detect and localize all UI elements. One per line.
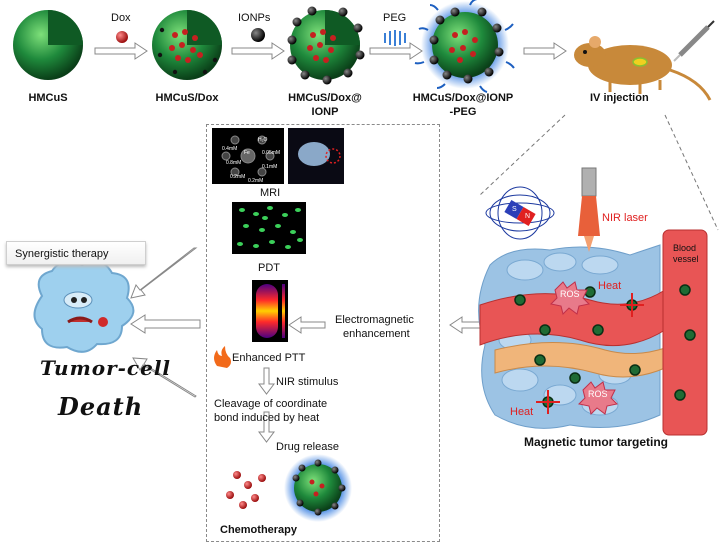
mechanism-panel <box>206 124 440 542</box>
label-ros-2: ROS <box>588 389 608 399</box>
mri-label-2: 0.8mM <box>226 160 242 166</box>
label-death: Death <box>58 392 144 421</box>
process-arrows-top <box>94 42 567 60</box>
chemo-nanoparticle <box>284 454 352 522</box>
label-magnetic-targeting: Magnetic tumor targeting <box>524 435 669 449</box>
label-heat-1: Heat <box>598 280 622 292</box>
label-nir-stimulus: NIR stimulus <box>276 376 339 388</box>
therapy-arrows-left <box>130 247 201 398</box>
label-hmcus-dox-ionp-line2: IONP <box>311 106 339 118</box>
label-peg-particle-line1: HMCuS/Dox@IONP <box>412 92 514 104</box>
label-electromagnetic-line1: Electromagnetic <box>335 314 414 326</box>
syringe-icon <box>673 20 715 62</box>
mouse-illustration <box>574 36 712 101</box>
hmcus-dox-ionp-sphere <box>287 6 365 85</box>
magnet-icon <box>485 186 555 240</box>
nir-laser-icon <box>578 167 600 252</box>
ionp-particle-icon <box>251 28 265 42</box>
heat-arrows <box>536 293 644 414</box>
mri-label-h2o: H₂O <box>258 137 268 143</box>
tumor-cell-cartoon <box>33 260 135 353</box>
label-hmcus-dox-ionp-line1: HMCuS/Dox@ <box>288 92 362 104</box>
mri-label-5: 0.2mM <box>230 174 246 180</box>
flame-icon <box>214 346 231 368</box>
label-heat-2: Heat <box>510 406 534 418</box>
label-drug-release: Drug release <box>276 441 339 453</box>
label-pdt: PDT <box>258 262 280 274</box>
peg-chain-icon <box>384 30 406 46</box>
hmcus-dox-sphere <box>152 10 222 80</box>
label-hmcus: HMCuS <box>28 92 68 104</box>
mri-label-4: 0.1mM <box>262 164 278 170</box>
dox-molecule-icon <box>116 31 128 43</box>
label-nir-laser: NIR laser <box>602 212 648 224</box>
label-iv-injection: IV injection <box>590 92 649 104</box>
zoom-guide-lines <box>479 114 719 231</box>
label-cleavage-line2: bond induced by heat <box>214 412 320 424</box>
label-peg: PEG <box>383 12 407 24</box>
label-dox: Dox <box>111 12 131 24</box>
label-cleavage-line1: Cleavage of coordinate <box>214 398 328 410</box>
magnet-n-label: N <box>525 213 531 220</box>
label-peg-particle-line2: -PEG <box>449 106 477 118</box>
label-chemotherapy: Chemotherapy <box>220 524 298 536</box>
hmcus-sphere <box>13 10 83 80</box>
label-tumor-cell: Tumor-cell <box>40 356 172 380</box>
label-hmcus-dox: HMCuS/Dox <box>155 92 219 104</box>
label-electromagnetic-line2: enhancement <box>343 328 410 340</box>
label-blood-line1: Blood <box>673 243 697 253</box>
mri-label-3: 0.05mM <box>262 150 281 156</box>
released-dox-particles <box>226 471 266 509</box>
center-flow-arrows <box>258 367 275 443</box>
label-ros-1: ROS <box>560 289 580 299</box>
label-mri: MRI <box>260 187 281 199</box>
label-ionps: IONPs <box>238 12 271 24</box>
magnet-s-label: S <box>512 206 517 213</box>
mri-label-6: 0.2mM <box>248 178 264 184</box>
mri-label-1: 0.4mM <box>222 146 238 152</box>
label-blood-line2: vessel <box>673 254 699 264</box>
synergistic-therapy-box: Synergistic therapy <box>6 241 146 265</box>
ros-bursts <box>549 281 619 415</box>
label-enhanced-ptt: Enhanced PTT <box>232 352 306 364</box>
hmcus-dox-ionp-peg-sphere <box>414 0 515 93</box>
mri-label-fe: Fe <box>244 150 250 156</box>
